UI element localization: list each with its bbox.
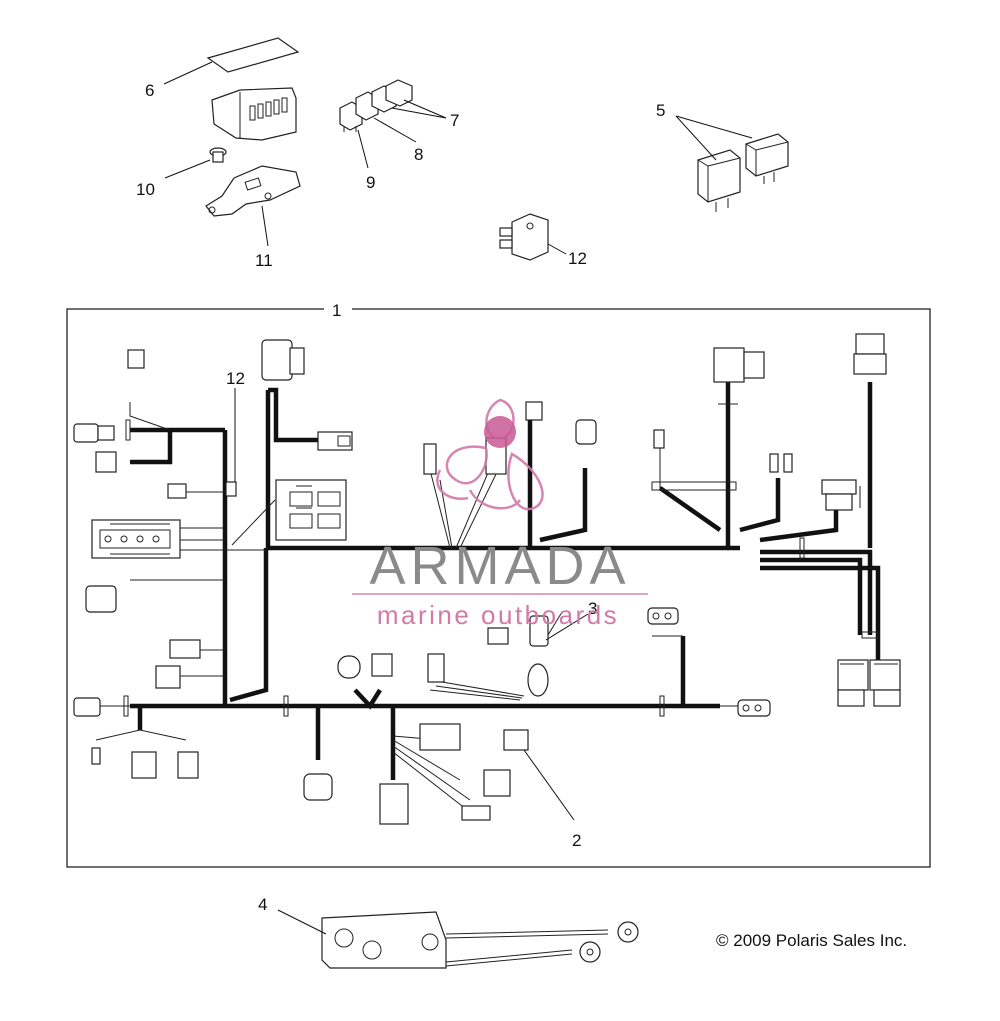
propeller-hub [484,416,516,448]
armada-watermark: ARMADA marine outboards [352,398,648,630]
harness-frame [66,308,931,868]
callout-5: 5 [656,101,665,120]
watermark-title: ARMADA [369,536,630,596]
callout-12-harness: 12 [226,369,245,388]
callout-4: 4 [258,895,267,914]
part-6-fuse-box [206,37,300,141]
watermark-subtitle: marine outboards [377,600,619,630]
callout-9: 9 [366,173,375,192]
part-11-bracket [205,165,301,217]
callout-3: 3 [588,599,597,618]
part-10-rivet [209,147,227,163]
part-4-battery-cable [321,911,639,969]
callout-8: 8 [414,145,423,164]
callout-10: 10 [136,180,155,199]
part-5-relays [697,133,789,212]
callout-1: 1 [332,301,341,320]
callout-12-top: 12 [568,249,587,268]
callout-7: 7 [450,111,459,130]
main-harness-wires [130,382,881,780]
part-7-fuses [371,79,413,113]
propeller-logo-icon [436,398,544,511]
callout-6: 6 [145,81,154,100]
wire-label-marks [110,485,898,665]
callout-2: 2 [572,831,581,850]
thin-branch-wires [95,402,740,821]
copyright-text: © 2009 Polaris Sales Inc. [716,931,907,950]
part-12-switch [499,213,549,261]
callout-11: 11 [255,251,273,270]
